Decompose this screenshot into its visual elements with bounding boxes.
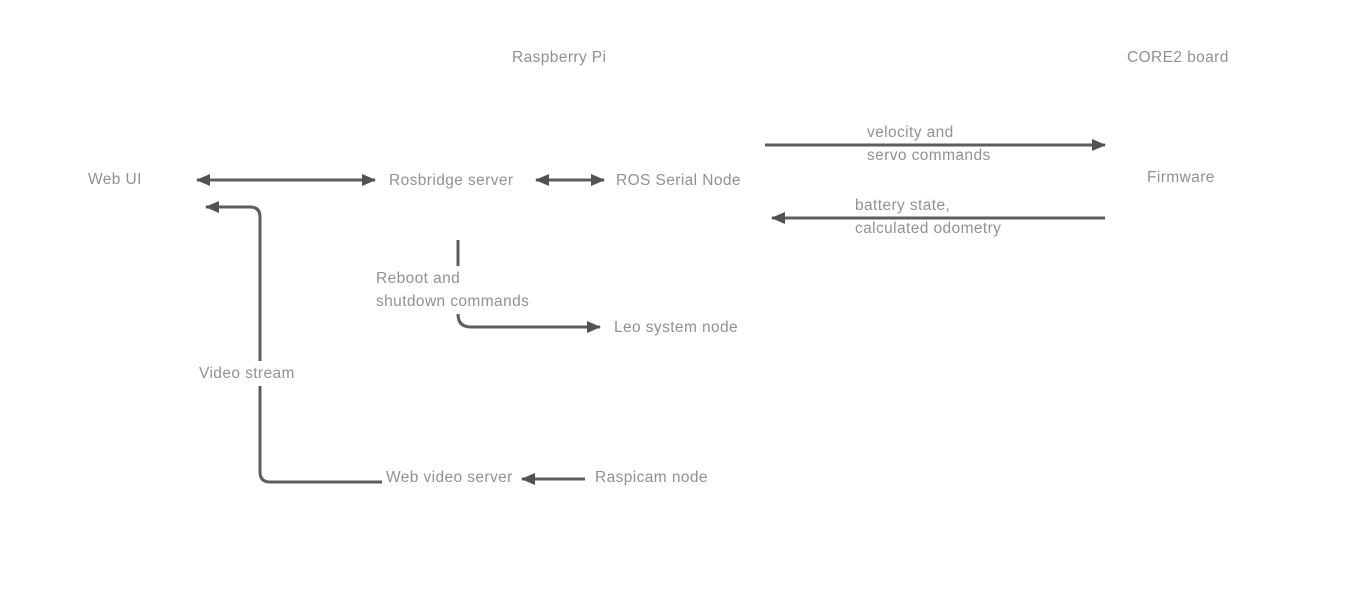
node-web-video-server: Web video server [386,469,513,486]
edge-reboot-shutdown-to-leo-system [456,240,601,333]
node-ros-serial-node: ROS Serial Node [616,172,741,189]
node-rosbridge-server: Rosbridge server [389,172,514,189]
node-firmware: Firmware [1147,169,1215,186]
edge-label-video-stream: Video stream [195,361,299,386]
edge-label-velocity-servo: velocity and servo commands [867,124,991,164]
node-raspicam-node: Raspicam node [595,469,708,486]
node-leo-system-node: Leo system node [614,319,739,336]
section-title-core2-board: CORE2 board [1127,49,1229,66]
edge-video-stream-to-web-ui [205,201,382,484]
section-title-raspberry-pi: Raspberry Pi [512,49,607,66]
edge-label-reboot-shutdown: Reboot and shutdown commands [372,266,534,314]
edge-label-battery-odometry: battery state, calculated odometry [855,197,1002,237]
node-web-ui: Web UI [88,171,142,188]
